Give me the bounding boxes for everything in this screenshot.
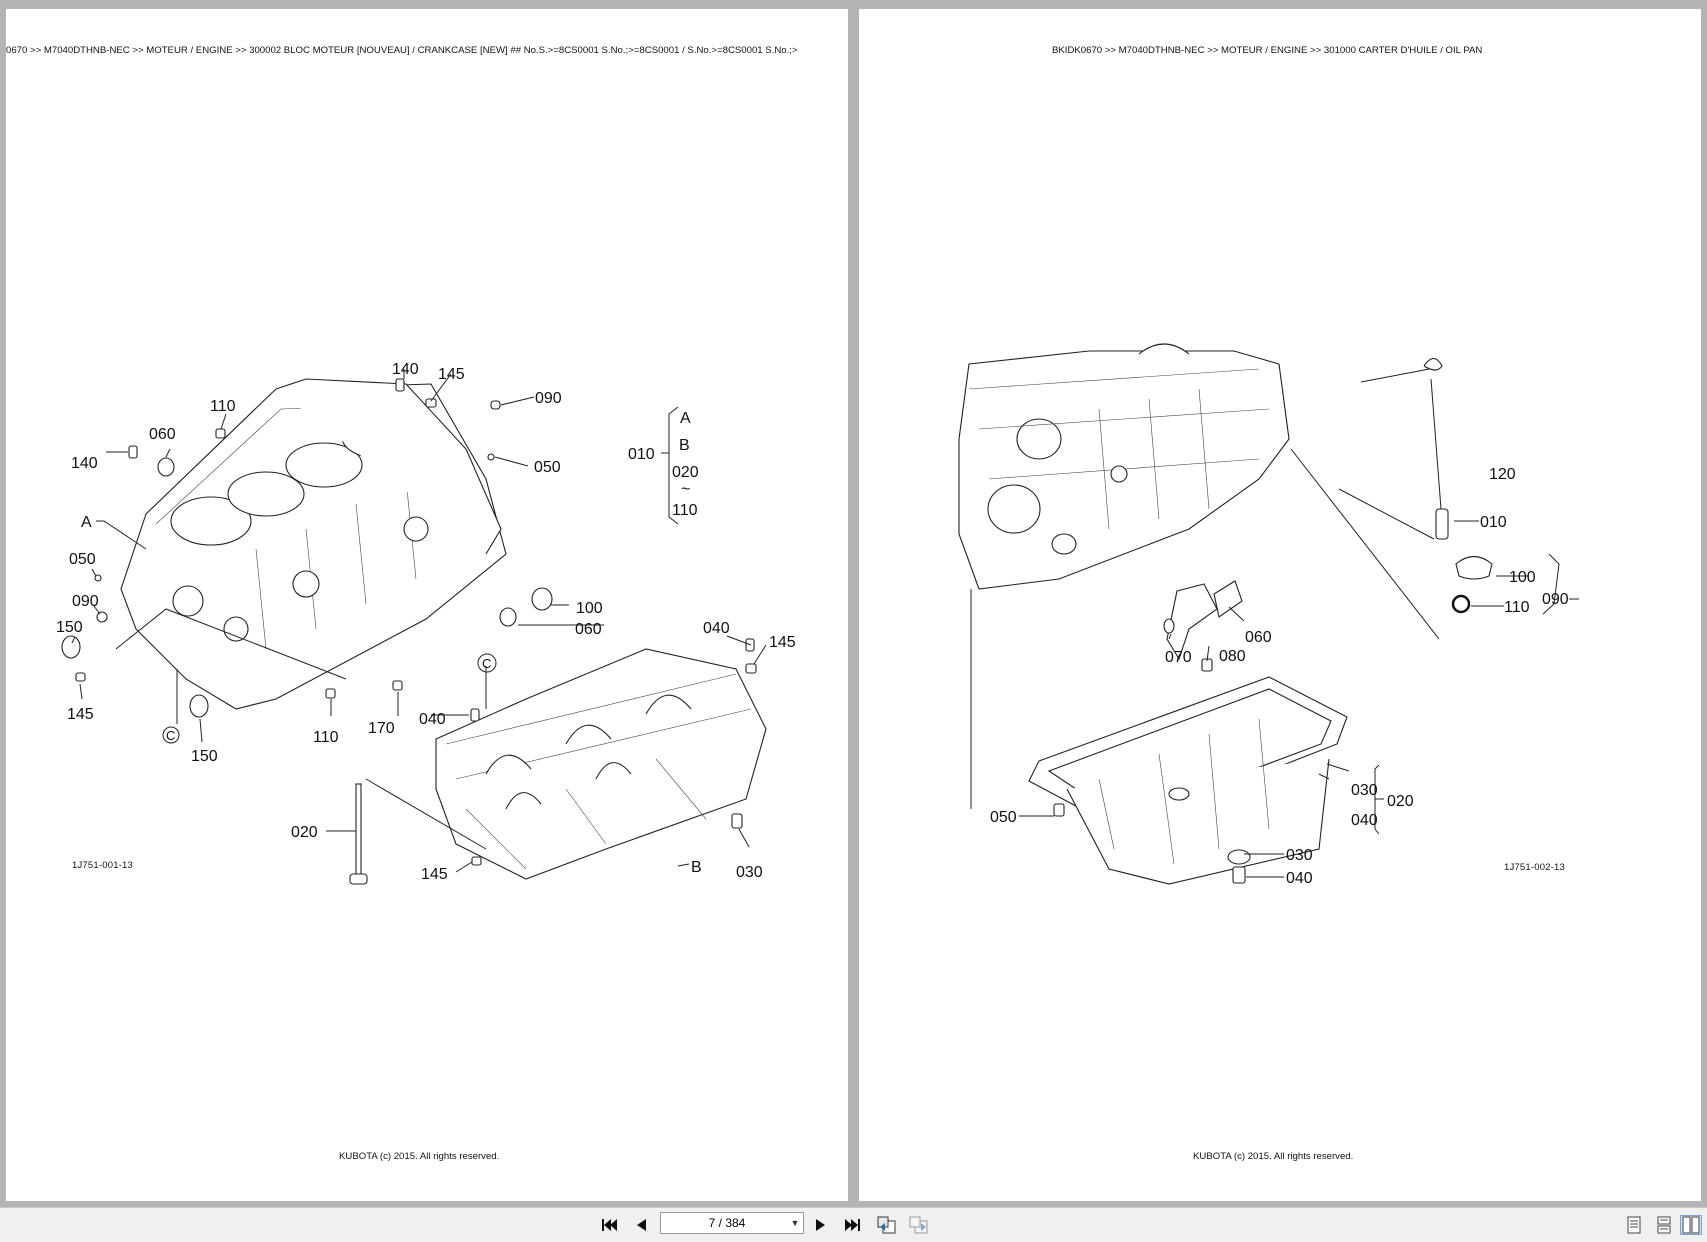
callout-140: 140 <box>392 361 419 378</box>
chevron-down-icon[interactable]: ▼ <box>790 1218 800 1228</box>
callout-A: A <box>81 514 92 531</box>
oil-pan-exploded-diagram: 120 010 100 110 090 060 070 080 050 030 … <box>958 343 1579 887</box>
callout-110: 110 <box>210 398 236 415</box>
callout-030: 030 <box>1286 847 1313 864</box>
callout-090: 090 <box>1542 591 1569 608</box>
callout-145: 145 <box>421 866 448 883</box>
callout-050: 050 <box>534 459 561 476</box>
small-parts <box>61 378 757 885</box>
document-page-left: 0670 >> M7040DTHNB-NEC >> MOTEUR / ENGIN… <box>6 9 848 1201</box>
callout-150: 150 <box>56 619 83 636</box>
legend-A: A <box>680 410 691 427</box>
callout-C: C <box>482 656 491 671</box>
document-page-right: BKIDK0670 >> M7040DTHNB-NEC >> MOTEUR / … <box>859 9 1701 1201</box>
next-page-icon[interactable] <box>810 1215 832 1235</box>
callout-100: 100 <box>576 600 603 617</box>
oil-pan <box>1028 676 1348 885</box>
callout-145: 145 <box>769 634 796 651</box>
callout-110: 110 <box>313 729 339 746</box>
engine-block-outline <box>958 343 1290 590</box>
callout-145: 145 <box>67 706 94 723</box>
skip-first-icon[interactable] <box>598 1215 620 1235</box>
callout-060: 060 <box>1245 629 1272 646</box>
callout-140: 140 <box>71 455 98 472</box>
page-footer-copyright: KUBOTA (c) 2015. All rights reserved. <box>1193 1151 1354 1162</box>
legend-tilde: ~ <box>681 481 690 498</box>
callout-070: 070 <box>1165 649 1192 666</box>
figure-code: 1J751-002-13 <box>1504 862 1566 873</box>
crankcase-lower-block <box>435 648 767 880</box>
callout-020: 020 <box>1387 793 1414 810</box>
callout-030: 030 <box>736 864 763 881</box>
page-header-breadcrumb: 0670 >> M7040DTHNB-NEC >> MOTEUR / ENGIN… <box>6 45 798 56</box>
page-footer-copyright: KUBOTA (c) 2015. All rights reserved. <box>339 1151 500 1162</box>
small-parts <box>1053 357 1493 884</box>
callout-060: 060 <box>149 426 176 443</box>
previous-page-icon[interactable] <box>630 1215 652 1235</box>
crankcase-exploded-diagram: 140 145 090 110 060 140 050 A 050 090 15… <box>56 361 796 885</box>
callout-110: 110 <box>1504 599 1530 616</box>
part-callouts: 140 145 090 110 060 140 050 A 050 090 15… <box>56 361 796 883</box>
go-back-icon[interactable] <box>876 1215 898 1235</box>
page-indicator[interactable]: 7 / 384 <box>708 1216 746 1230</box>
legend-B: B <box>679 437 690 454</box>
callout-050: 050 <box>69 551 96 568</box>
callout-B: B <box>691 859 702 876</box>
callout-080: 080 <box>1219 648 1246 665</box>
figure-code: 1J751-001-13 <box>72 860 134 871</box>
legend-020: 020 <box>672 464 699 481</box>
callout-040: 040 <box>703 620 730 637</box>
page-header-breadcrumb: BKIDK0670 >> M7040DTHNB-NEC >> MOTEUR / … <box>1052 45 1483 56</box>
callout-170: 170 <box>368 720 395 737</box>
continuous-view-icon[interactable] <box>1653 1215 1675 1235</box>
callout-050: 050 <box>990 809 1017 826</box>
callout-leaders <box>970 448 1579 878</box>
legend-110: 110 <box>672 502 698 519</box>
callout-040: 040 <box>1351 812 1378 829</box>
facing-pages-view-icon[interactable] <box>1680 1215 1702 1235</box>
callout-040: 040 <box>419 711 446 728</box>
callout-120: 120 <box>1489 466 1516 483</box>
callout-150: 150 <box>191 748 218 765</box>
callout-100: 100 <box>1509 569 1536 586</box>
go-forward-icon[interactable] <box>908 1215 930 1235</box>
viewer-toolbar: 7 / 384 ▼ <box>0 1207 1707 1242</box>
page-number-field[interactable]: 7 / 384 ▼ <box>660 1212 804 1234</box>
part-callouts: 120 010 100 110 090 060 070 080 050 030 … <box>990 466 1569 887</box>
callout-060: 060 <box>575 621 602 638</box>
callout-020: 020 <box>291 824 318 841</box>
assembly-legend: 010 A B 020 ~ 110 <box>628 406 699 525</box>
single-page-view-icon[interactable] <box>1623 1215 1645 1235</box>
callout-090: 090 <box>535 390 562 407</box>
crankcase-upper-block <box>120 378 507 710</box>
callout-145: 145 <box>438 366 465 383</box>
callout-C: C <box>166 728 175 743</box>
legend-010: 010 <box>628 446 655 463</box>
callout-090: 090 <box>72 593 99 610</box>
callout-040: 040 <box>1286 870 1313 887</box>
callout-leaders <box>71 369 767 873</box>
callout-030: 030 <box>1351 782 1378 799</box>
skip-last-icon[interactable] <box>842 1215 864 1235</box>
callout-010: 010 <box>1480 514 1507 531</box>
